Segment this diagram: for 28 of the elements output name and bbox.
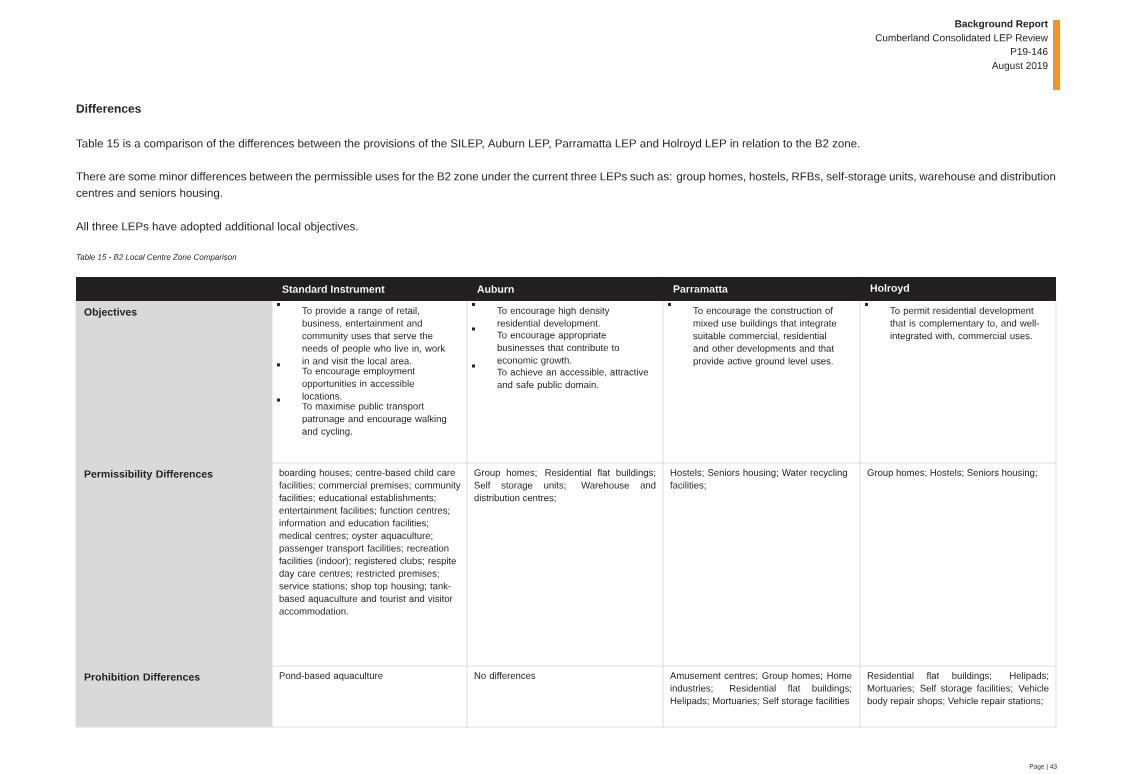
column-header: Holroyd (860, 277, 1056, 301)
paragraph: Table 15 is a comparison of the differences between the provisions of the SILEP, Auburn LEP, Parramatta LEP and Holroyd LEP in relation to the B2 zone. (76, 139, 860, 150)
column-header: Standard Instrument (272, 277, 467, 301)
cell-text: Residential flat buildings; Helipads; Mortuaries; Self storage facilities; Vehicle body repair shops; Vehicle repair stations; (867, 672, 1049, 707)
bullet-item: To provide a range of retail, business, entertainment and community uses that serve the needs of people who live in, work in and visit the local area. (277, 303, 446, 365)
column-header: Auburn (467, 277, 663, 301)
table-caption: Table 15 - B2 Local Centre Zone Comparison (76, 254, 237, 262)
cell-text: Amusement centres; Group homes; Home industries; Residential flat buildings; Helipads; Mortuaries; Self storage facilities (670, 672, 852, 707)
header-text: Cumberland Consolidated LEP Review (875, 34, 1048, 42)
paragraph: All three LEPs have adopted additional local objectives. (76, 222, 358, 233)
paragraph: There are some minor differences between the permissible uses for the B2 zone under the current three LEPs such as: group homes, hostels, RFBs, self-storage units, warehouse and distribution centres and seniors housing. (76, 172, 1056, 200)
bullet-item: To encourage appropriate businesses that contribute to economic growth. (472, 327, 620, 366)
column-header: Parramatta (663, 277, 860, 301)
header-text: August 2019 (991, 62, 1048, 72)
header-text: P19-146 (1011, 48, 1048, 56)
row-header: Prohibition Differences (76, 666, 272, 727)
cell-text: boarding houses; centre-based child care facilities; commercial premises; community facilities; educational establishments; entertainment facilities; function centres; information and education facilities; medical centres; oyster aquaculture; passenger transport facilities; recreation facilities (indoor); registered clubs; respite day care centres; restricted premises; service stations; shop top housing; tank-based aquaculture and tourist and visitor accommodation. (279, 469, 461, 615)
heading: Differences (76, 104, 141, 113)
cell-text: No differences (474, 672, 536, 679)
bullet-item: To permit residential development that is complementary to, and well-integrated with, commercial uses. (865, 303, 1039, 342)
bullet-item: To encourage the construction of mixed use buildings that integrate suitable commercial, residential and other developments and that provide active ground level uses. (668, 303, 837, 367)
bullet-item: To encourage high density residential development. (472, 303, 610, 329)
row-header: Objectives (76, 301, 272, 463)
cell-text: Hostels; Seniors housing; Water recycling facilities; (670, 469, 847, 490)
cell-text: Group homes; Hostels; Seniors housing; (867, 469, 1037, 478)
cell-text: Pond-based aquaculture (279, 672, 383, 681)
header-text: Background Report (955, 20, 1048, 30)
cell-text: Group homes; Residential flat buildings; Self storage units; Warehouse and distribution centres; (474, 469, 656, 503)
